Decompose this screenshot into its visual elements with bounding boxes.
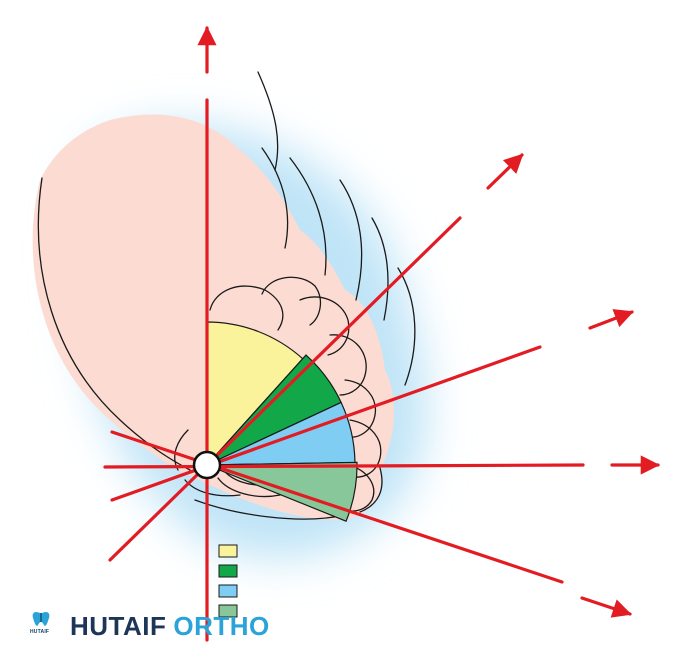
color-legend [218, 544, 238, 618]
body-outline [37, 71, 416, 520]
brand-name-accent: ORTHO [173, 610, 270, 641]
pivot-point [192, 450, 222, 480]
ray-upper-right [108, 216, 462, 562]
arrow-mid-right [588, 309, 634, 330]
sector-yellow [206, 321, 304, 467]
brand-logo: HUTAIF HUTAIF ORTHO [30, 608, 270, 644]
ray-horizontal [103, 463, 585, 469]
brand-name-primary: HUTAIF [70, 610, 167, 641]
arrow-lower-right [580, 596, 632, 618]
ray-lower-right [110, 430, 564, 584]
tooth-logo-icon: HUTAIF [30, 609, 52, 643]
legend-swatch [218, 564, 238, 578]
legend-swatch [218, 604, 238, 618]
ray-group [103, 26, 660, 642]
arrow-upper-right [486, 153, 524, 190]
logo-mark-label: HUTAIF [30, 629, 50, 635]
legend-swatch [218, 584, 238, 598]
legend-swatch [218, 544, 238, 558]
ray-mid-right [110, 345, 542, 502]
